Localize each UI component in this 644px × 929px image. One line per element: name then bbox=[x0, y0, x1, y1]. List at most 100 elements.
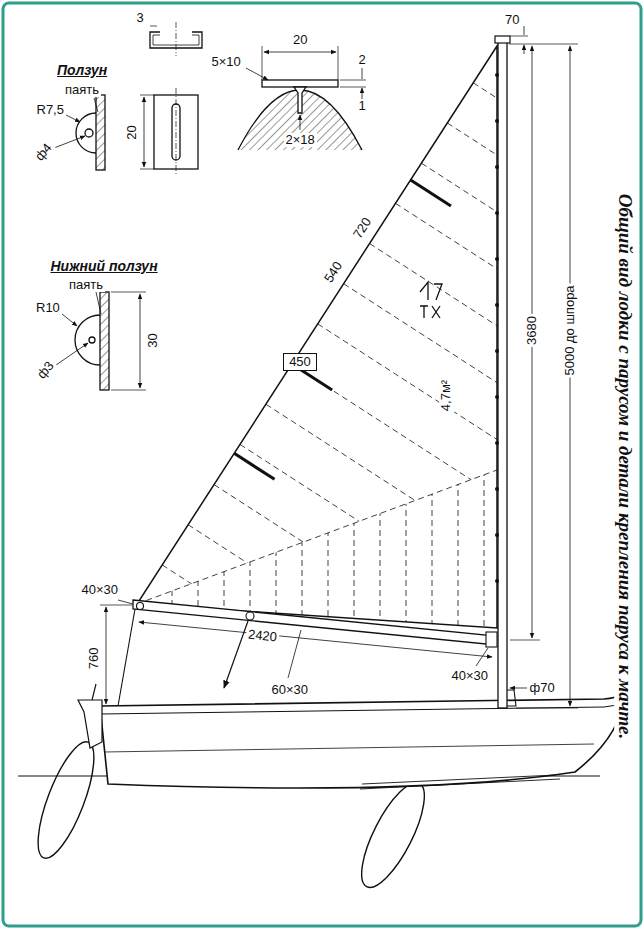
extension-line bbox=[262, 46, 338, 80]
chine-line bbox=[104, 744, 594, 752]
leader-line bbox=[510, 688, 527, 689]
dimension-line bbox=[139, 622, 492, 657]
dimension-label: 20 bbox=[291, 33, 309, 48]
diameter-dimension: ф70 bbox=[528, 681, 557, 696]
sail-seam bbox=[328, 400, 329, 640]
mast-slide bbox=[495, 395, 499, 399]
leader-line bbox=[476, 648, 488, 666]
mast-slide bbox=[495, 487, 499, 491]
rudder-head bbox=[78, 700, 102, 748]
slider-hole bbox=[85, 129, 93, 137]
diameter-dimension: ф3 bbox=[33, 357, 59, 383]
lower-slider-detail bbox=[56, 292, 146, 390]
note-label: паять bbox=[63, 83, 101, 98]
extension-line bbox=[340, 80, 366, 87]
extension-line bbox=[111, 292, 146, 390]
leader-line bbox=[118, 600, 133, 604]
dimension-label: 30 bbox=[146, 331, 161, 349]
dimension-label: 3 bbox=[135, 11, 146, 26]
sail-seam bbox=[188, 525, 608, 796]
dimension-label: 5×10 bbox=[210, 55, 243, 70]
dimension-line bbox=[150, 26, 157, 27]
gunwale bbox=[100, 703, 621, 714]
leader-line bbox=[94, 98, 98, 112]
track-plate bbox=[262, 80, 338, 87]
slider-body bbox=[96, 95, 105, 170]
mast-slide bbox=[495, 441, 499, 445]
mast-fastening-detail bbox=[238, 46, 366, 150]
leader-line bbox=[62, 314, 77, 326]
dimension-label: 20 bbox=[125, 123, 140, 141]
dimension-line bbox=[524, 26, 525, 54]
screw bbox=[294, 87, 306, 113]
leader-line bbox=[300, 115, 301, 130]
sail bbox=[137, 46, 497, 628]
dimension-label: 2×18 bbox=[284, 133, 317, 148]
dimension-label: 760 bbox=[87, 645, 102, 671]
mast-cap bbox=[495, 36, 510, 43]
gooseneck bbox=[486, 632, 497, 647]
sail-seam bbox=[406, 400, 407, 640]
sail-seam bbox=[395, 203, 644, 474]
sail-seam bbox=[458, 400, 459, 640]
sail-seam bbox=[240, 444, 644, 715]
sail-emblem bbox=[420, 282, 442, 318]
slider-body bbox=[100, 292, 109, 390]
dimension-line bbox=[140, 294, 141, 388]
batten bbox=[234, 453, 274, 479]
leader-line bbox=[64, 114, 80, 122]
dimension-line bbox=[362, 68, 363, 99]
sail-seam bbox=[370, 244, 644, 515]
sail-seam bbox=[198, 400, 199, 640]
dimension-line bbox=[264, 52, 336, 53]
mast-slides bbox=[495, 73, 499, 583]
radius-dimension: R10 bbox=[34, 301, 62, 316]
sail-seam bbox=[276, 400, 277, 640]
extension-line bbox=[509, 44, 578, 708]
mast-slide bbox=[495, 303, 499, 307]
extension-line bbox=[100, 605, 132, 606]
extension-line bbox=[510, 36, 528, 37]
sail-seam bbox=[484, 400, 485, 640]
leader-line bbox=[246, 68, 268, 80]
batten-size-box: 450 bbox=[283, 353, 317, 372]
battens bbox=[234, 180, 451, 479]
section-label: 60×30 bbox=[270, 683, 311, 698]
sail-seam bbox=[380, 400, 381, 640]
leader-line bbox=[54, 136, 85, 148]
mast-step bbox=[507, 690, 516, 706]
mast-slide bbox=[495, 533, 499, 537]
frame bbox=[3, 3, 641, 926]
dimension-line bbox=[144, 97, 145, 167]
sail-seam bbox=[292, 364, 644, 635]
mast-slide bbox=[495, 579, 499, 583]
note-label: паять bbox=[67, 278, 105, 293]
detail-title: Ползун bbox=[55, 62, 109, 78]
sail-seam bbox=[137, 470, 497, 604]
tiller bbox=[92, 684, 96, 700]
slider-eye bbox=[76, 113, 96, 153]
mast-slide bbox=[495, 119, 499, 123]
dimension-label: 2 bbox=[357, 53, 368, 68]
dimension-label: 1 bbox=[357, 99, 368, 114]
sail-emblem bbox=[420, 282, 442, 300]
dimension-label: 2420 bbox=[245, 627, 279, 645]
section-label: 40×30 bbox=[80, 583, 121, 598]
sail-emblem bbox=[420, 306, 440, 318]
sail-seam bbox=[302, 400, 303, 640]
sail-seam bbox=[354, 400, 355, 640]
node-text: 450 bbox=[289, 355, 311, 370]
center-line bbox=[176, 22, 177, 56]
sail-seam bbox=[432, 400, 433, 640]
mast bbox=[498, 40, 507, 708]
section-label: 40×30 bbox=[450, 669, 491, 684]
leader-line bbox=[288, 630, 301, 678]
rudder-blade bbox=[27, 736, 105, 865]
boom-end-fitting bbox=[137, 603, 144, 610]
sheet-line bbox=[118, 609, 135, 706]
sail-seam bbox=[344, 284, 644, 555]
track-detail bbox=[140, 22, 202, 176]
